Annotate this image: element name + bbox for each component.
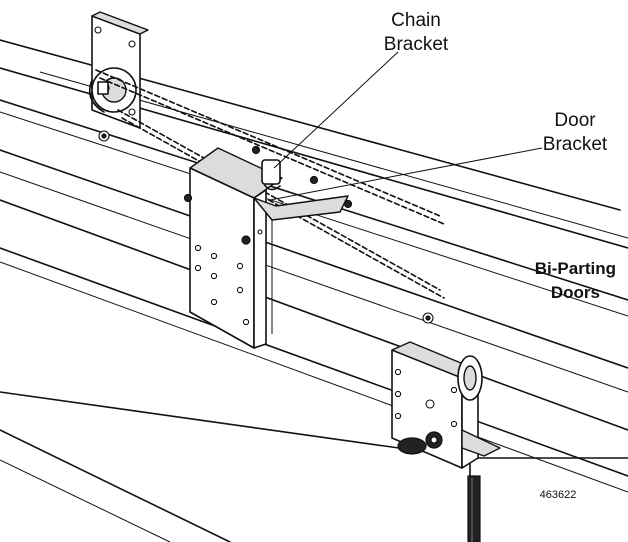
bi-parting-label-line1: Bi-Parting bbox=[535, 259, 616, 278]
chain-bracket-label-line1: Chain bbox=[391, 10, 441, 31]
chain-bracket-label-line2: Bracket bbox=[384, 34, 449, 55]
rail-bolts bbox=[98, 130, 434, 324]
door-bracket-label-line1: Door bbox=[554, 110, 596, 131]
door-bracket-label-line2: Bracket bbox=[543, 134, 608, 155]
figure-number: 463622 bbox=[540, 489, 577, 501]
leader-lines bbox=[269, 51, 543, 201]
door-bracket bbox=[183, 145, 353, 349]
roller-hanger bbox=[391, 341, 501, 542]
door-panel bbox=[0, 391, 628, 542]
bi-parting-label-line2: Doors bbox=[551, 283, 600, 302]
